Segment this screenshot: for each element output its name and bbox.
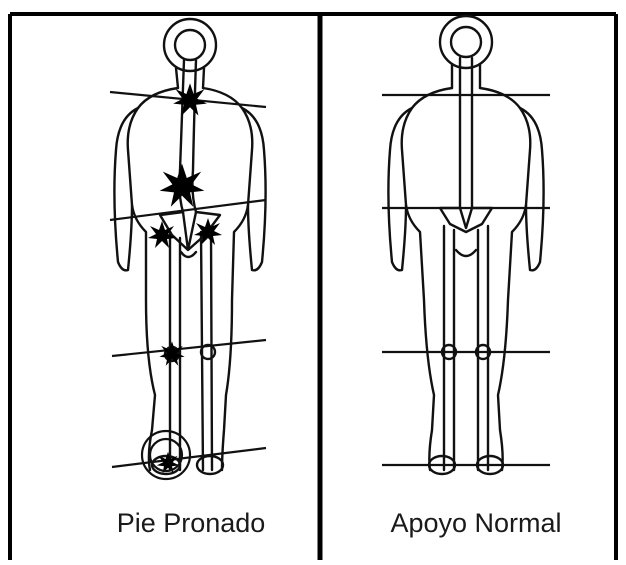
normal-support-figure <box>382 16 550 474</box>
starburst-icon <box>160 164 205 207</box>
alignment-lines-right <box>382 95 550 465</box>
alignment-lines-left <box>110 92 266 467</box>
caption-pronated: Pie Pronado <box>70 503 312 543</box>
pronated-foot-figure <box>110 19 266 479</box>
caption-normal: Apoyo Normal <box>350 503 602 543</box>
